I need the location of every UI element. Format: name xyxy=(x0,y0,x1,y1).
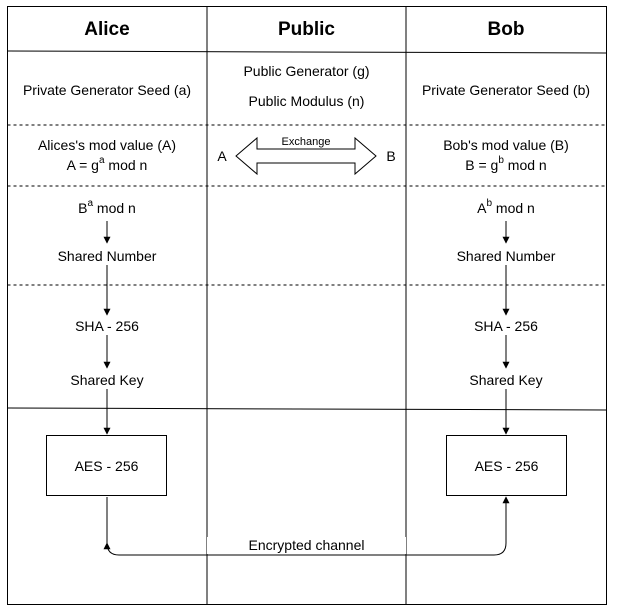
public-modulus: Public Modulus (n) xyxy=(248,93,365,109)
bob-hash: SHA - 256 xyxy=(474,318,538,334)
exchange-label: Exchange xyxy=(281,136,331,148)
alice-hash: SHA - 256 xyxy=(75,318,139,334)
bob-shared-key: Shared Key xyxy=(469,372,543,388)
public-generator: Public Generator (g) xyxy=(243,63,370,79)
bob-private-seed: Private Generator Seed (b) xyxy=(421,82,591,98)
alice-mod-value-title: Alices's mod value (A) xyxy=(37,137,177,153)
alice-shared-key: Shared Key xyxy=(70,372,144,388)
row-divider-4 xyxy=(7,407,607,411)
bob-shared-number: Shared Number xyxy=(456,248,556,264)
encrypted-channel-connector xyxy=(103,496,510,556)
encrypted-channel-label: Encrypted channel xyxy=(207,537,406,554)
exchange-left-label: A xyxy=(217,148,227,164)
alice-shared-number: Shared Number xyxy=(57,248,157,264)
exchange-double-arrow xyxy=(235,136,377,176)
alice-aes-box: AES - 256 xyxy=(46,435,167,496)
bob-mod-value-title: Bob's mod value (B) xyxy=(443,137,569,153)
alice-mod-formula: A = ga mod n xyxy=(66,155,148,173)
table-frame xyxy=(7,6,607,605)
exchange-right-label: B xyxy=(386,148,396,164)
column-header-alice: Alice xyxy=(84,19,130,40)
bob-aes-label: AES - 256 xyxy=(474,457,539,474)
header-divider xyxy=(7,50,607,54)
alice-aes-label: AES - 256 xyxy=(74,457,139,474)
bob-aes-box: AES - 256 xyxy=(446,435,567,496)
column-header-public: Public xyxy=(277,19,335,40)
alice-private-seed: Private Generator Seed (a) xyxy=(22,82,192,98)
bob-mod-formula: B = gb mod n xyxy=(465,155,547,173)
alice-shared-computation: Ba mod n xyxy=(78,198,136,216)
column-header-bob: Bob xyxy=(487,19,525,40)
bob-shared-computation: Ab mod n xyxy=(477,198,535,216)
